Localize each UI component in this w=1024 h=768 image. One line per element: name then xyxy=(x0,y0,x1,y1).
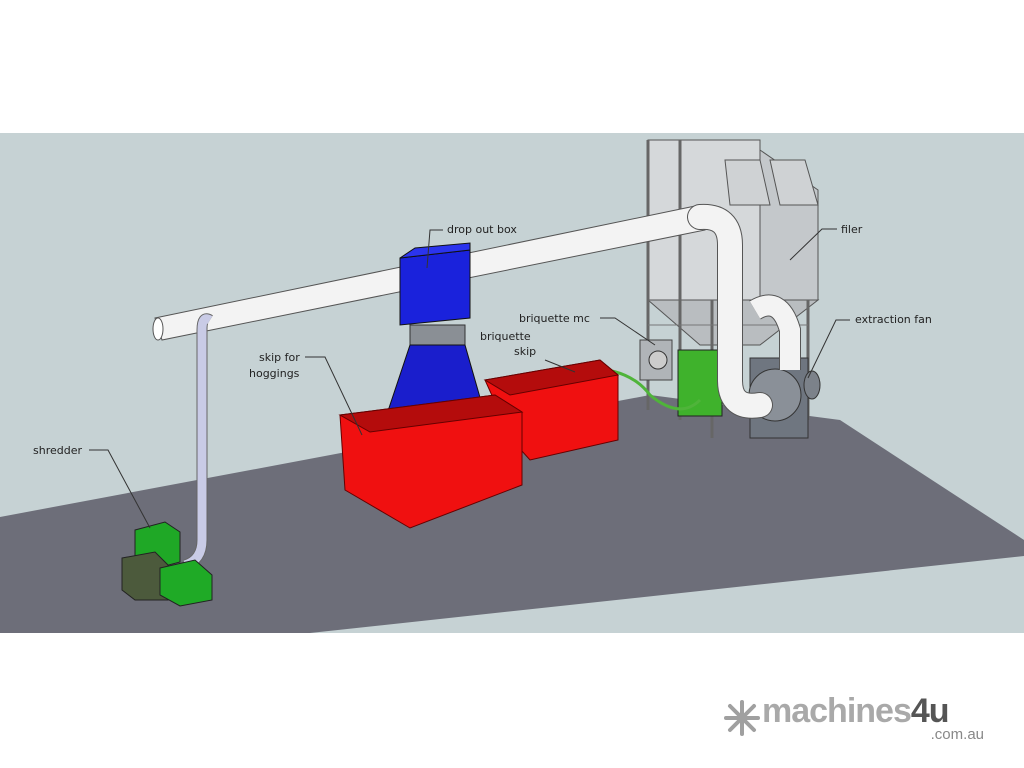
machines4u-logo: machines4u .com.au xyxy=(722,692,992,746)
logo-domain: .com.au xyxy=(930,726,984,743)
logo-wordmark: machines4u xyxy=(762,692,950,730)
label-skip-hoggings-line1: skip for xyxy=(259,351,300,364)
label-shredder: shredder xyxy=(33,444,82,457)
label-drop-out-box: drop out box xyxy=(447,223,517,236)
drop-out-box-leader xyxy=(426,229,443,269)
label-filter: filer xyxy=(841,223,863,236)
filter-leader xyxy=(789,228,837,261)
label-briquette-skip-line1: briquette xyxy=(480,330,531,343)
shredder xyxy=(121,521,213,607)
briquette-mc-leader xyxy=(600,317,656,346)
skip-hoggings-leader xyxy=(305,356,363,436)
label-extraction-fan: extraction fan xyxy=(855,313,932,326)
shredder-leader xyxy=(89,449,151,529)
label-briquette-skip-line2: skip xyxy=(514,345,536,358)
briquette-skip-leader xyxy=(544,359,576,373)
label-briquette-mc: briquette mc xyxy=(519,312,590,325)
label-skip-hoggings-line2: hoggings xyxy=(249,367,300,380)
extraction-fan-leader xyxy=(807,319,850,379)
skip-for-hoggings xyxy=(338,394,524,529)
green-unit xyxy=(677,349,723,417)
snowflake-icon xyxy=(724,700,760,736)
floor xyxy=(0,395,1024,633)
